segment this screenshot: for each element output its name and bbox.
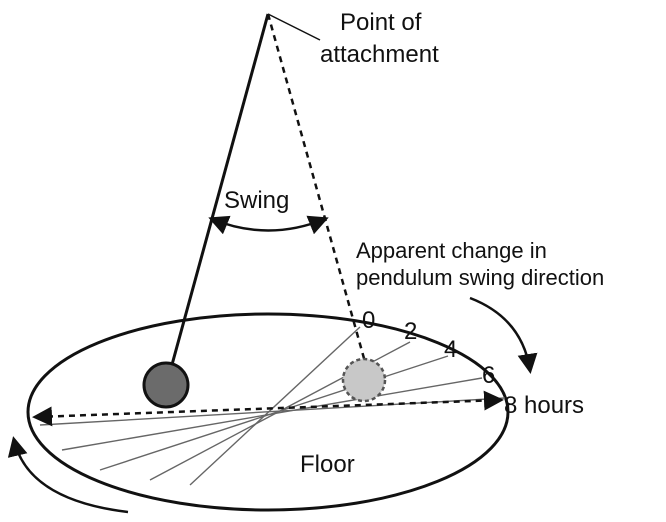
swing-arc	[208, 215, 329, 235]
swing-lines	[39, 326, 506, 486]
attachment-leader-line	[267, 13, 321, 41]
swing-label: Swing	[224, 187, 289, 214]
apparent-change-arrow	[469, 296, 538, 374]
hour-label-8: 8 hours	[504, 392, 584, 419]
apparent-change-line2: pendulum swing direction	[356, 265, 604, 290]
hour-label-2: 2	[404, 318, 417, 345]
pendulum-bob-light	[341, 357, 387, 403]
hour-label-4: 4	[444, 336, 457, 363]
floor-label: Floor	[300, 451, 355, 478]
apparent-change-line1: Apparent change in	[356, 238, 547, 263]
pendulum-string	[168, 13, 270, 373]
pendulum-string-dashed	[266, 13, 367, 363]
hour-label-6: 6	[482, 362, 495, 389]
point-of-attachment-line2: attachment	[320, 41, 439, 68]
pendulum-bob-dark	[142, 361, 190, 409]
hour-label-0: 0	[362, 307, 375, 334]
swing-axis-dashed	[32, 390, 504, 427]
floor-ellipse	[26, 312, 510, 512]
point-of-attachment-line1: Point of	[340, 9, 422, 36]
rotation-arrow	[7, 436, 129, 514]
